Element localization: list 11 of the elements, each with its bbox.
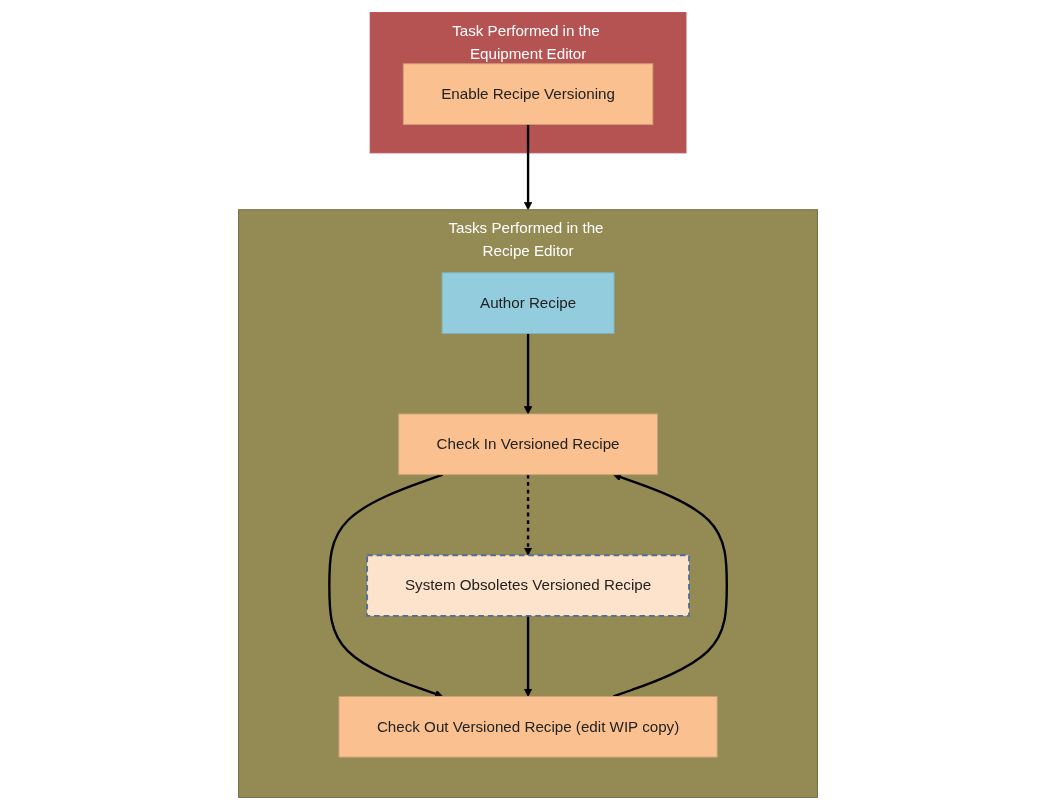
arrow (613, 473, 729, 698)
arrow (524, 474, 533, 556)
node-box: Check In Versioned Recipe (398, 413, 659, 476)
arrow (524, 333, 533, 415)
node-box: Enable Recipe Versioning (403, 63, 654, 125)
arrow (524, 124, 533, 211)
arrow (328, 473, 444, 698)
node-box: Check Out Versioned Recipe (edit WIP copy) (338, 696, 719, 758)
node-box: System Obsoletes Versioned Recipe (366, 554, 691, 617)
node-box: Author Recipe (442, 272, 615, 334)
arrow (524, 615, 533, 697)
